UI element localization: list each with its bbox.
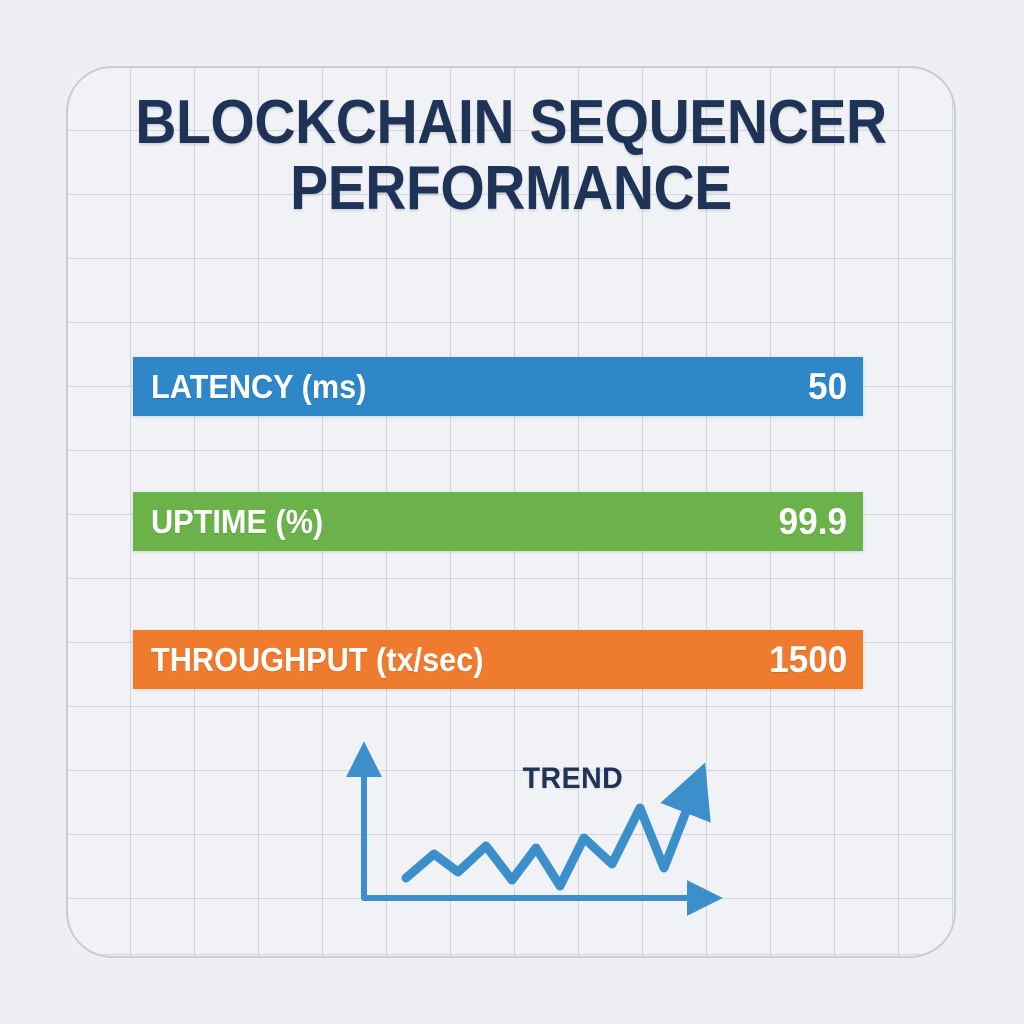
metric-label-latency: LATENCY (ms) [151,367,367,405]
metric-value-throughput: 1500 [768,638,847,680]
metric-bar-latency[interactable]: LATENCY (ms) 50 [133,357,863,416]
trend-chart-title: TREND [522,762,624,795]
trend-line [401,762,711,891]
trend-chart-svg [346,741,723,916]
trend-chart: TREND [268,738,728,938]
metric-value-uptime: 99.9 [778,500,847,542]
metric-label-throughput: THROUGHPUT (tx/sec) [151,640,484,678]
page-title: BLOCKCHAIN SEQUENCER PERFORMANCE [103,90,918,221]
performance-card: BLOCKCHAIN SEQUENCER PERFORMANCE LATENCY… [66,66,956,958]
metric-label-uptime: UPTIME (%) [151,502,324,540]
metric-bar-throughput[interactable]: THROUGHPUT (tx/sec) 1500 [133,630,863,689]
metric-value-latency: 50 [807,365,847,407]
page-title-line-2: PERFORMANCE [290,153,732,223]
page-title-line-1: BLOCKCHAIN SEQUENCER [135,88,887,157]
metric-bar-uptime[interactable]: UPTIME (%) 99.9 [133,492,863,551]
